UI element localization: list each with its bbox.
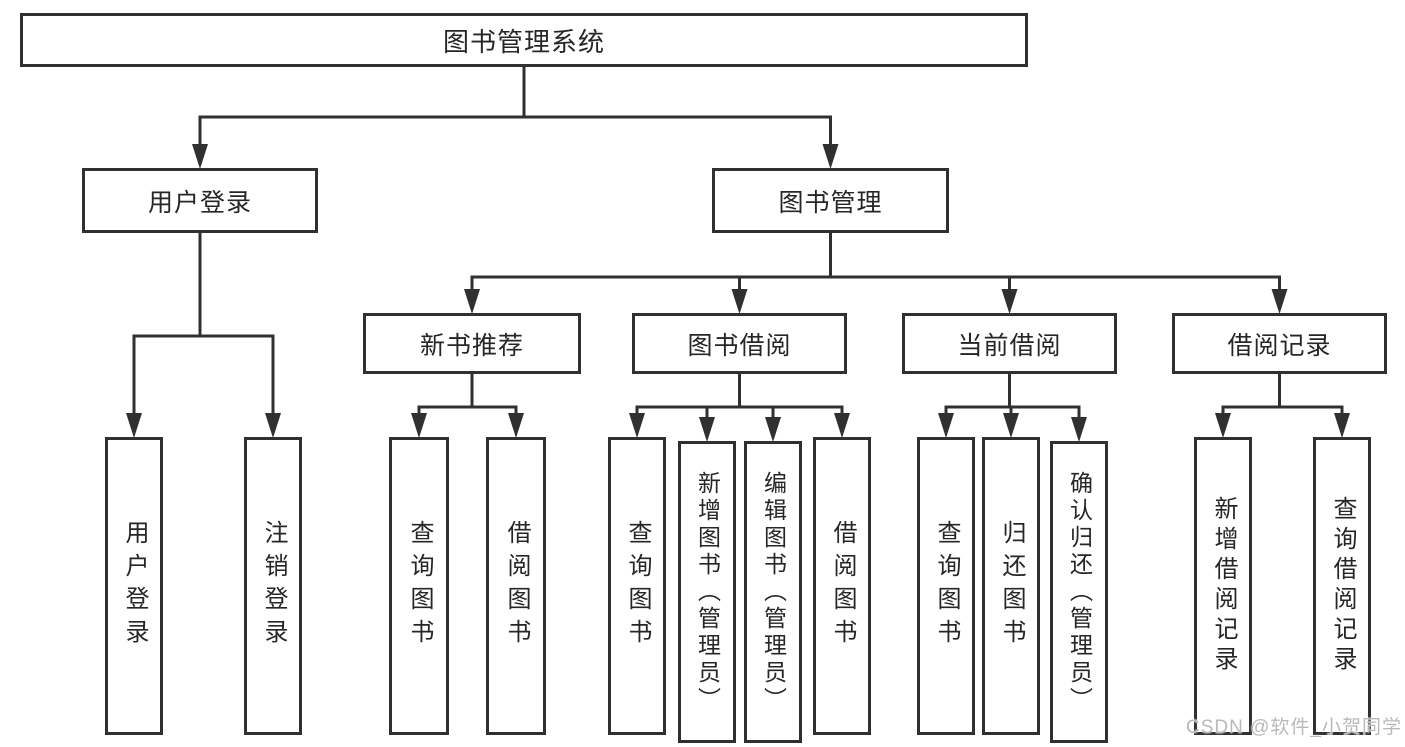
node-label-leaf-query-books-2: 查询图书: [624, 520, 651, 652]
node-label-leaf-confirm-return-admin: 确认归还（管理员）: [1066, 470, 1093, 714]
node-leaf-add-borrow-record: 新增借阅记录: [1194, 437, 1252, 735]
node-label-leaf-query-books-1: 查询图书: [406, 520, 433, 652]
node-root: 图书管理系统: [20, 13, 1028, 67]
node-leaf-return-books: 归还图书: [982, 437, 1040, 735]
node-label-root: 图书管理系统: [442, 26, 605, 57]
node-leaf-confirm-return-admin: 确认归还（管理员）: [1050, 441, 1108, 743]
node-label-book-borrowing: 图书借阅: [687, 331, 792, 360]
node-label-leaf-add-borrow-record: 新增借阅记录: [1210, 496, 1237, 676]
node-book-management: 图书管理: [712, 168, 949, 233]
node-label-leaf-logout-login: 注销登录: [260, 520, 287, 652]
node-leaf-query-borrow-record: 查询借阅记录: [1313, 437, 1371, 735]
node-leaf-add-books-admin: 新增图书（管理员）: [678, 441, 736, 743]
node-label-user-login: 用户登录: [147, 188, 252, 217]
node-borrowing-records: 借阅记录: [1172, 313, 1387, 374]
node-label-leaf-borrow-books-2: 借阅图书: [829, 520, 856, 652]
node-leaf-borrow-books-2: 借阅图书: [813, 437, 871, 735]
node-book-borrowing: 图书借阅: [632, 313, 847, 374]
node-label-leaf-add-books-admin: 新增图书（管理员）: [694, 470, 721, 714]
node-current-borrowing: 当前借阅: [902, 313, 1117, 374]
node-label-leaf-query-books-3: 查询图书: [933, 520, 960, 652]
node-label-leaf-edit-books-admin: 编辑图书（管理员）: [760, 470, 787, 714]
watermark: CSDN @软件_小贺同学: [1186, 717, 1402, 738]
node-label-leaf-borrow-books-1: 借阅图书: [503, 520, 530, 652]
node-user-login: 用户登录: [82, 168, 318, 233]
node-label-leaf-return-books: 归还图书: [998, 520, 1025, 652]
node-leaf-query-books-1: 查询图书: [389, 437, 449, 735]
node-leaf-logout-login: 注销登录: [244, 437, 302, 735]
node-leaf-edit-books-admin: 编辑图书（管理员）: [744, 441, 802, 743]
node-label-new-book-recommend: 新书推荐: [419, 331, 524, 360]
node-label-leaf-user-login: 用户登录: [121, 520, 148, 652]
node-leaf-user-login: 用户登录: [105, 437, 163, 735]
node-leaf-query-books-2: 查询图书: [608, 437, 666, 735]
node-leaf-query-books-3: 查询图书: [917, 437, 975, 735]
node-label-leaf-query-borrow-record: 查询借阅记录: [1329, 496, 1356, 676]
node-label-book-management: 图书管理: [778, 188, 883, 217]
node-label-borrowing-records: 借阅记录: [1227, 331, 1332, 360]
node-new-book-recommend: 新书推荐: [363, 313, 581, 374]
node-label-current-borrowing: 当前借阅: [957, 331, 1062, 360]
node-leaf-borrow-books-1: 借阅图书: [486, 437, 546, 735]
